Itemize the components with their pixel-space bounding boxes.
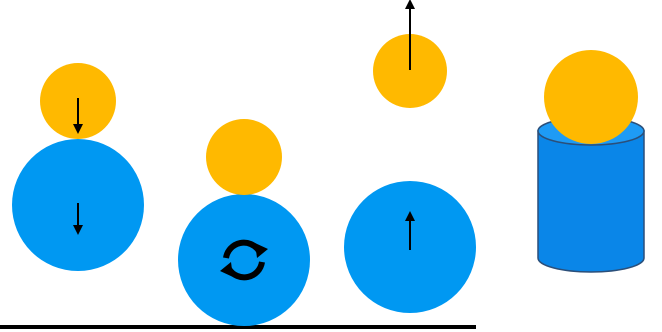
- rotate-arrows-icon: [220, 239, 268, 281]
- cylinder-body: [537, 130, 645, 273]
- stage-falling: [12, 63, 144, 271]
- stage-cylinder: [537, 50, 645, 273]
- small-ball: [544, 50, 638, 144]
- small-ball: [206, 119, 282, 195]
- small-ball: [373, 34, 447, 108]
- large-ball: [178, 194, 310, 326]
- stage-rebound: [344, 0, 476, 313]
- stage-impact: [178, 119, 310, 326]
